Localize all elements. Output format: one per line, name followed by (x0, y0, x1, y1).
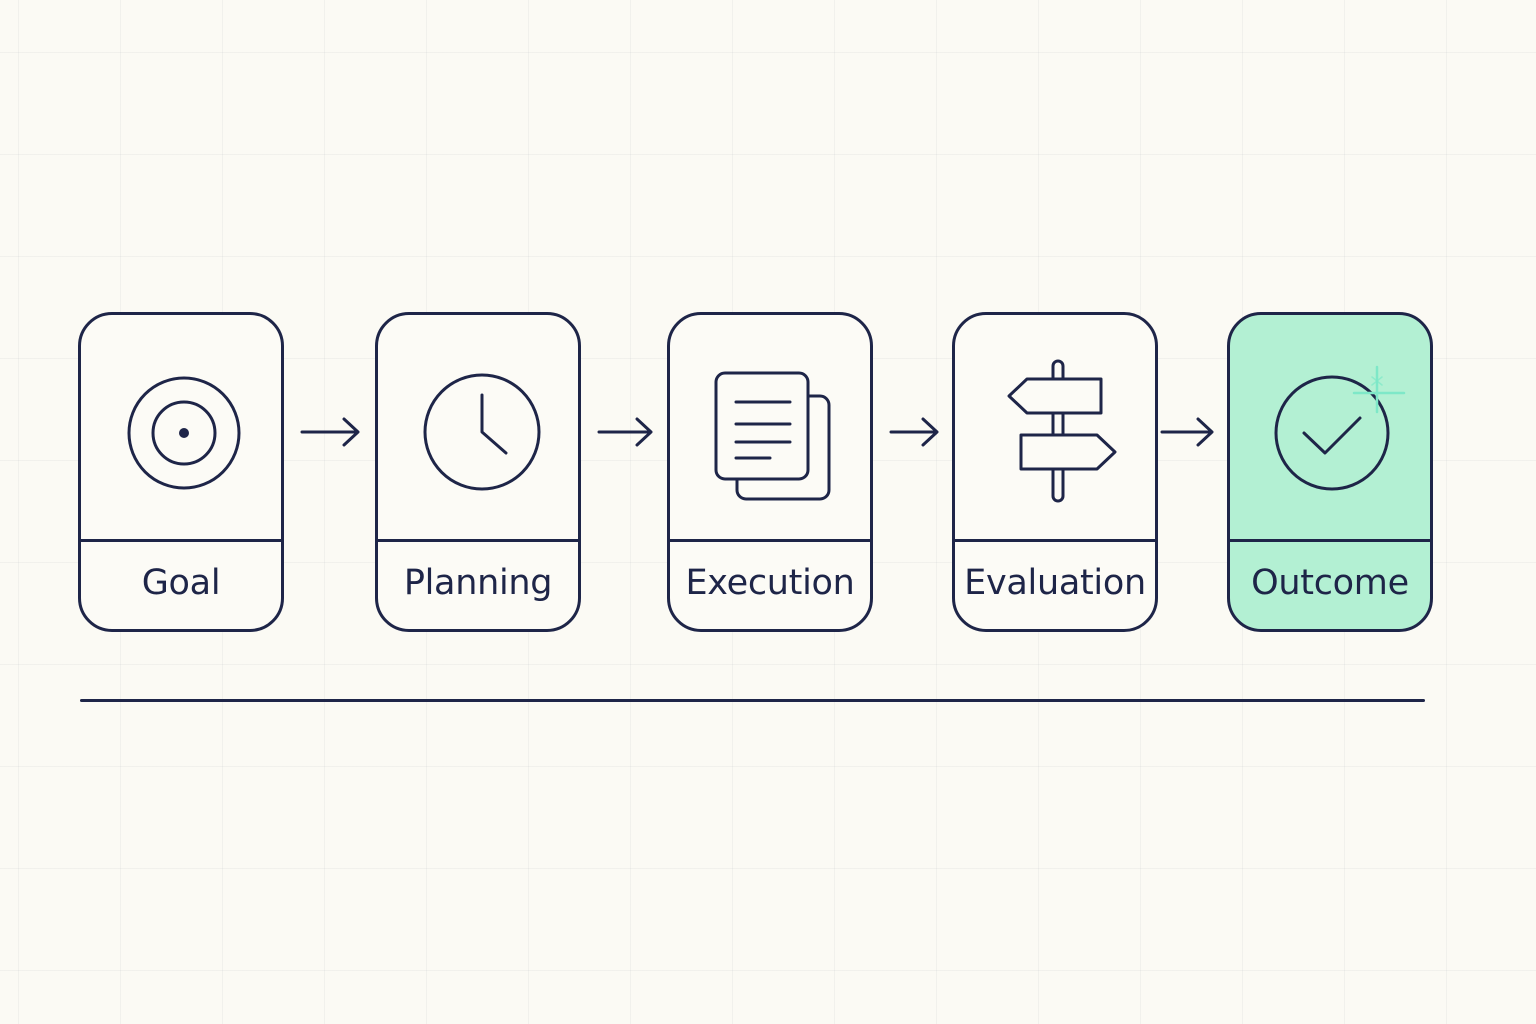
clock-icon (423, 373, 541, 491)
arrow-right-icon (597, 417, 653, 447)
step-label-evaluation: Evaluation (964, 562, 1146, 603)
step-card-execution: Execution (667, 312, 873, 632)
arrow-right-icon (889, 417, 939, 447)
step-card-planning: Planning (375, 312, 581, 632)
step-card-outcome: Outcome (1227, 312, 1433, 632)
step-card-evaluation: Evaluation (952, 312, 1158, 632)
step-label-outcome: Outcome (1251, 562, 1409, 603)
card-divider (1230, 539, 1430, 542)
signpost-icon (1007, 359, 1117, 503)
step-label-planning: Planning (403, 562, 553, 603)
documents-icon (714, 371, 831, 501)
card-divider (955, 539, 1155, 542)
target-icon (127, 376, 241, 490)
baseline-divider (80, 699, 1425, 702)
sparkle-icon (1352, 365, 1406, 414)
step-card-goal: Goal (78, 312, 284, 632)
check-circle-icon (1274, 365, 1406, 491)
arrow-right-icon (300, 417, 360, 447)
step-label-execution: Execution (685, 562, 855, 603)
card-divider (378, 539, 578, 542)
arrow-right-icon (1160, 417, 1214, 447)
step-label-goal: Goal (141, 562, 221, 603)
card-divider (81, 539, 281, 542)
card-divider (670, 539, 870, 542)
